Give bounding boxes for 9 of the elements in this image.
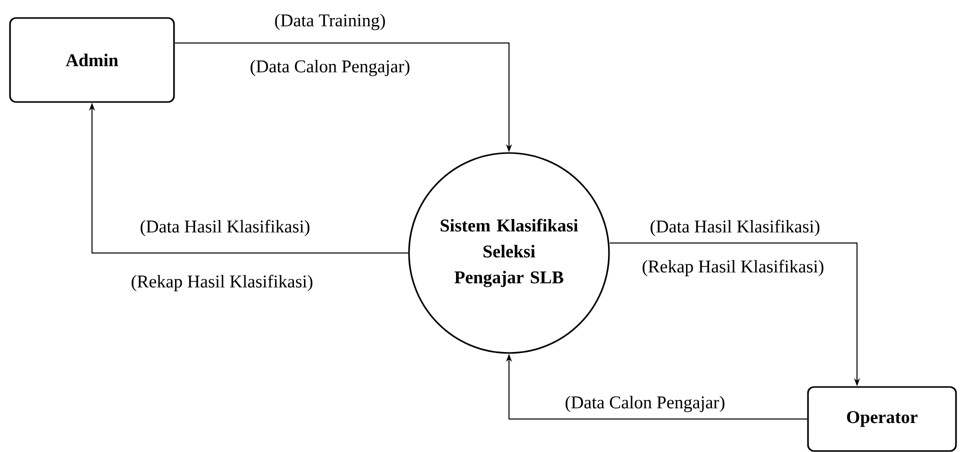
flow-label: (Rekap Hasil Klasifikasi) (130, 274, 314, 292)
flow-label: (Data Calon Pengajar) (248, 58, 412, 78)
edge-label: (Data Hasil Klasifikasi) (648, 218, 822, 238)
edge-label: (Data Training) (273, 12, 387, 32)
flow-label: (Rekap Hasil Klasifikasi) (640, 258, 826, 278)
edge-label: (Data Hasil Klasifikasi) (138, 218, 312, 238)
edge-label: (Data Calon Pengajar) (564, 394, 726, 414)
entity-box: Operator (807, 386, 957, 452)
entity-box: Admin (9, 17, 175, 103)
